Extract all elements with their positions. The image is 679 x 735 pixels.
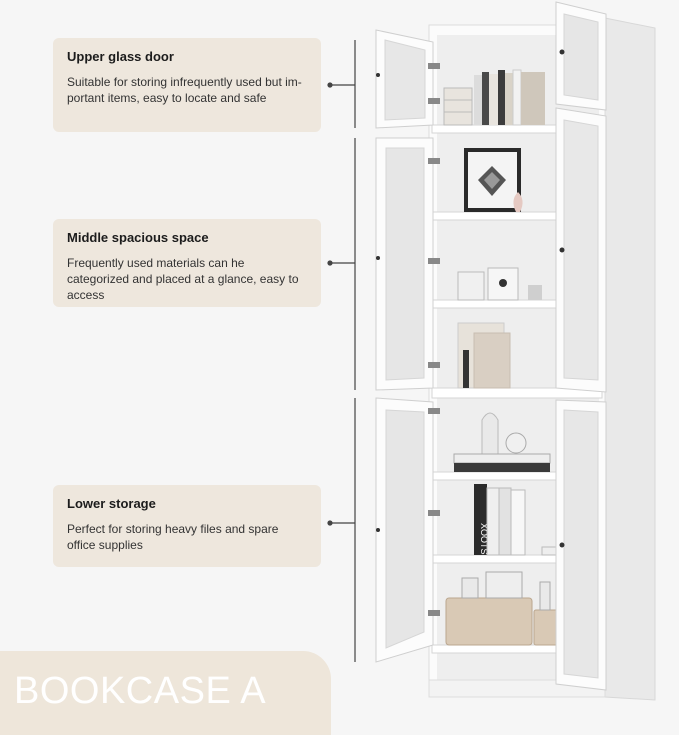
callout-upper-glass-door: Upper glass door Suitable for storing in… bbox=[53, 38, 321, 132]
callout-text: Perfect for storing heavy files and spar… bbox=[67, 522, 279, 552]
product-label-banner: BOOKCASE A bbox=[0, 651, 331, 735]
callout-text: Frequently used materials can he categor… bbox=[67, 256, 299, 302]
book-spine-label: XOOTS bbox=[479, 523, 489, 555]
callout-title: Middle spacious space bbox=[67, 230, 209, 245]
product-label: BOOKCASE A bbox=[14, 670, 267, 712]
right-glass-doors[interactable] bbox=[376, 1, 607, 691]
callout-title: Upper glass door bbox=[67, 49, 174, 64]
callout-title: Lower storage bbox=[67, 496, 156, 511]
callout-connectors bbox=[327, 40, 356, 662]
callout-text: Suitable for storing infrequently used b… bbox=[67, 75, 302, 105]
callout-middle-space: Middle spacious space Frequently used ma… bbox=[53, 219, 321, 307]
left-glass-doors[interactable] bbox=[375, 29, 440, 663]
callout-lower-storage: Lower storage Perfect for storing heavy … bbox=[53, 485, 321, 567]
